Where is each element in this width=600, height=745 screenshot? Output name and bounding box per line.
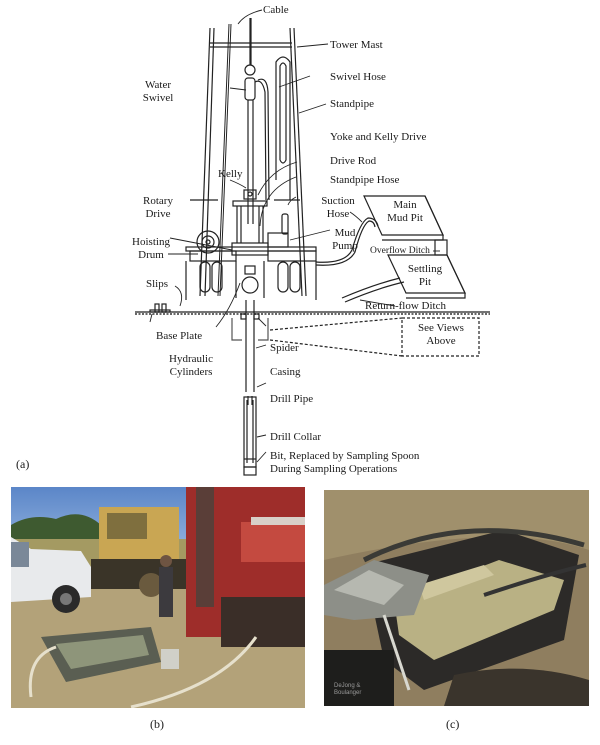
panel-c-label: (c) [446, 717, 460, 731]
label-casing: Casing [270, 366, 301, 378]
label-standpipe: Standpipe [330, 98, 374, 110]
label-rotary-drive-2: Drive [145, 208, 171, 220]
label-swivel-hose: Swivel Hose [330, 71, 386, 83]
label-kelly: Kelly [218, 168, 243, 180]
label-settling-pit-2: Pit [418, 276, 432, 288]
label-bit-1: Bit, Replaced by Sampling Spoon [270, 450, 420, 462]
photo-drill-rig [11, 487, 305, 708]
label-yoke-kelly-drive: Yoke and Kelly Drive [330, 131, 427, 143]
photo-credit-1: DeJong & [334, 683, 361, 689]
label-return-flow-ditch: Return-flow Ditch [365, 300, 446, 312]
label-main-mud-pit-1: Main [393, 199, 417, 211]
label-overflow-ditch: Overflow Ditch [370, 246, 430, 256]
label-see-views-1: See Views [418, 322, 464, 334]
leader-cable [237, 9, 263, 25]
label-mud-pump-1: Mud [334, 227, 356, 239]
label-bit-2: During Sampling Operations [270, 463, 398, 475]
label-standpipe-hose: Standpipe Hose [330, 174, 400, 186]
label-base-plate: Base Plate [156, 330, 203, 342]
label-drill-collar: Drill Collar [270, 431, 322, 443]
label-settling-pit-1: Settling [407, 263, 443, 275]
tower-mast-left-leg [199, 27, 211, 297]
label-hoisting-drum-2: Drum [138, 249, 164, 261]
photo-credit-2: Boulanger [334, 690, 362, 696]
label-suction-hose-2: Hose [326, 208, 350, 220]
label-water-swivel-1: Water [145, 79, 171, 91]
label-hoisting-drum-1: Hoisting [132, 236, 170, 248]
label-cable: Cable [263, 4, 289, 16]
label-hydraulic-cylinders-1: Hydraulic [169, 353, 213, 365]
panel-a-label: (a) [16, 457, 30, 471]
label-main-mud-pit-2: Mud Pit [387, 212, 423, 224]
label-slips: Slips [146, 278, 169, 290]
label-tower-mast: Tower Mast [330, 39, 383, 51]
label-see-views-2: Above [426, 335, 456, 347]
panel-b-label: (b) [150, 717, 164, 731]
cable-line [217, 23, 230, 297]
label-drive-rod: Drive Rod [330, 155, 377, 167]
label-drill-pipe: Drill Pipe [270, 393, 314, 405]
drill-rig-schematic [135, 9, 490, 476]
label-water-swivel-2: Swivel [142, 92, 174, 104]
label-rotary-drive-1: Rotary [143, 195, 173, 207]
label-spider: Spider [270, 342, 299, 354]
label-hydraulic-cylinders-2: Cylinders [169, 366, 213, 378]
photo-mud-pit: DeJong & Boulanger [324, 490, 589, 706]
label-mud-pump-2: Pump [332, 240, 358, 252]
label-suction-hose-1: Suction [321, 195, 355, 207]
